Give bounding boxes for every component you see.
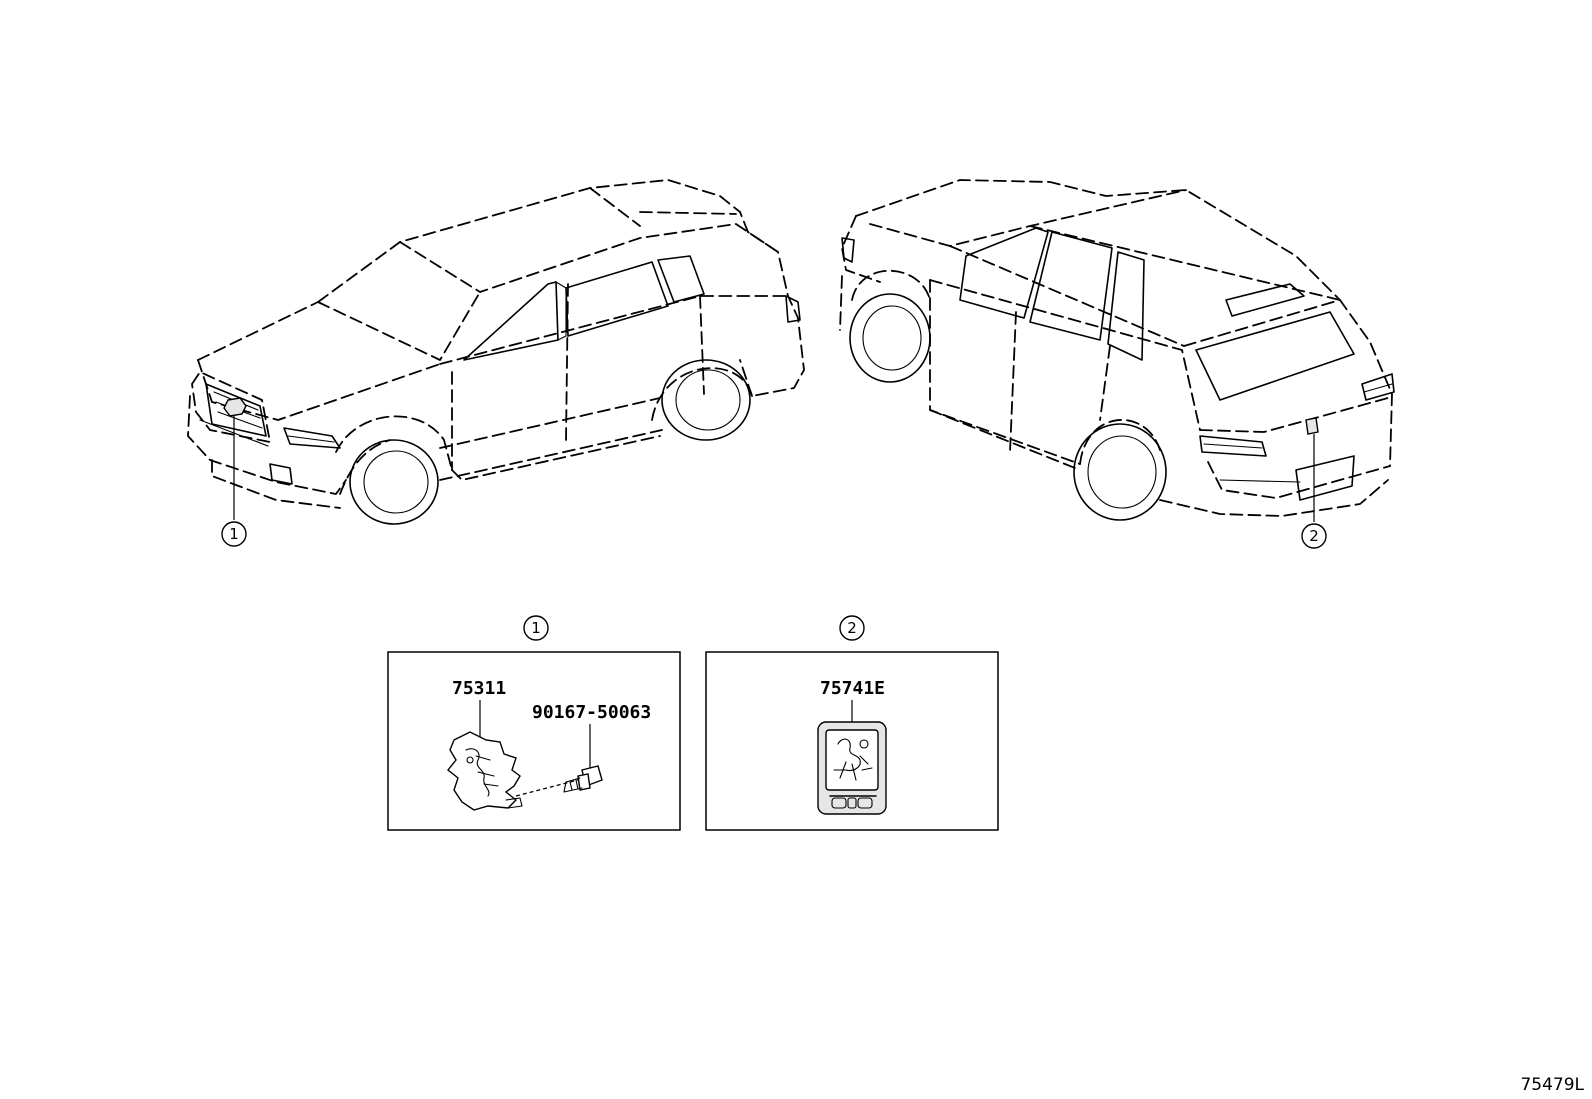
fastener-install-path (515, 779, 579, 797)
part-number-75741E[interactable]: 75741E (820, 678, 885, 699)
front-emblem-part (447, 731, 521, 811)
detail-box-1-frame (387, 651, 681, 831)
drawing-number: 75479L (1520, 1075, 1584, 1095)
rear-callout-number: 2 (1309, 527, 1319, 545)
detail-box-1: 1 75311 90167-50063 (387, 615, 681, 831)
front-view-callout: 1 (221, 521, 247, 547)
vehicle-rear-view (839, 179, 1395, 521)
front-callout-number: 1 (229, 525, 239, 543)
detail-box-2-callout-circle (839, 615, 865, 641)
front-callout-circle (221, 521, 247, 547)
detail-box-1-callout: 1 (523, 615, 549, 641)
detail-box-2-callout-number: 2 (847, 619, 857, 637)
detail-box-2-frame (705, 651, 999, 831)
screw-fastener-part (563, 765, 603, 793)
part-number-75311[interactable]: 75311 (452, 678, 506, 699)
rear-emblem-part (817, 721, 887, 815)
part-number-90167-50063[interactable]: 90167-50063 (532, 702, 651, 723)
detail-box-1-callout-number: 1 (531, 619, 541, 637)
rear-view-callout: 2 (1301, 523, 1327, 549)
vehicle-front-view (187, 179, 805, 525)
rear-callout-circle (1301, 523, 1327, 549)
detail-box-1-callout-circle (523, 615, 549, 641)
detail-box-2-callout: 2 (839, 615, 865, 641)
detail-box-2: 2 75741E (705, 615, 999, 831)
